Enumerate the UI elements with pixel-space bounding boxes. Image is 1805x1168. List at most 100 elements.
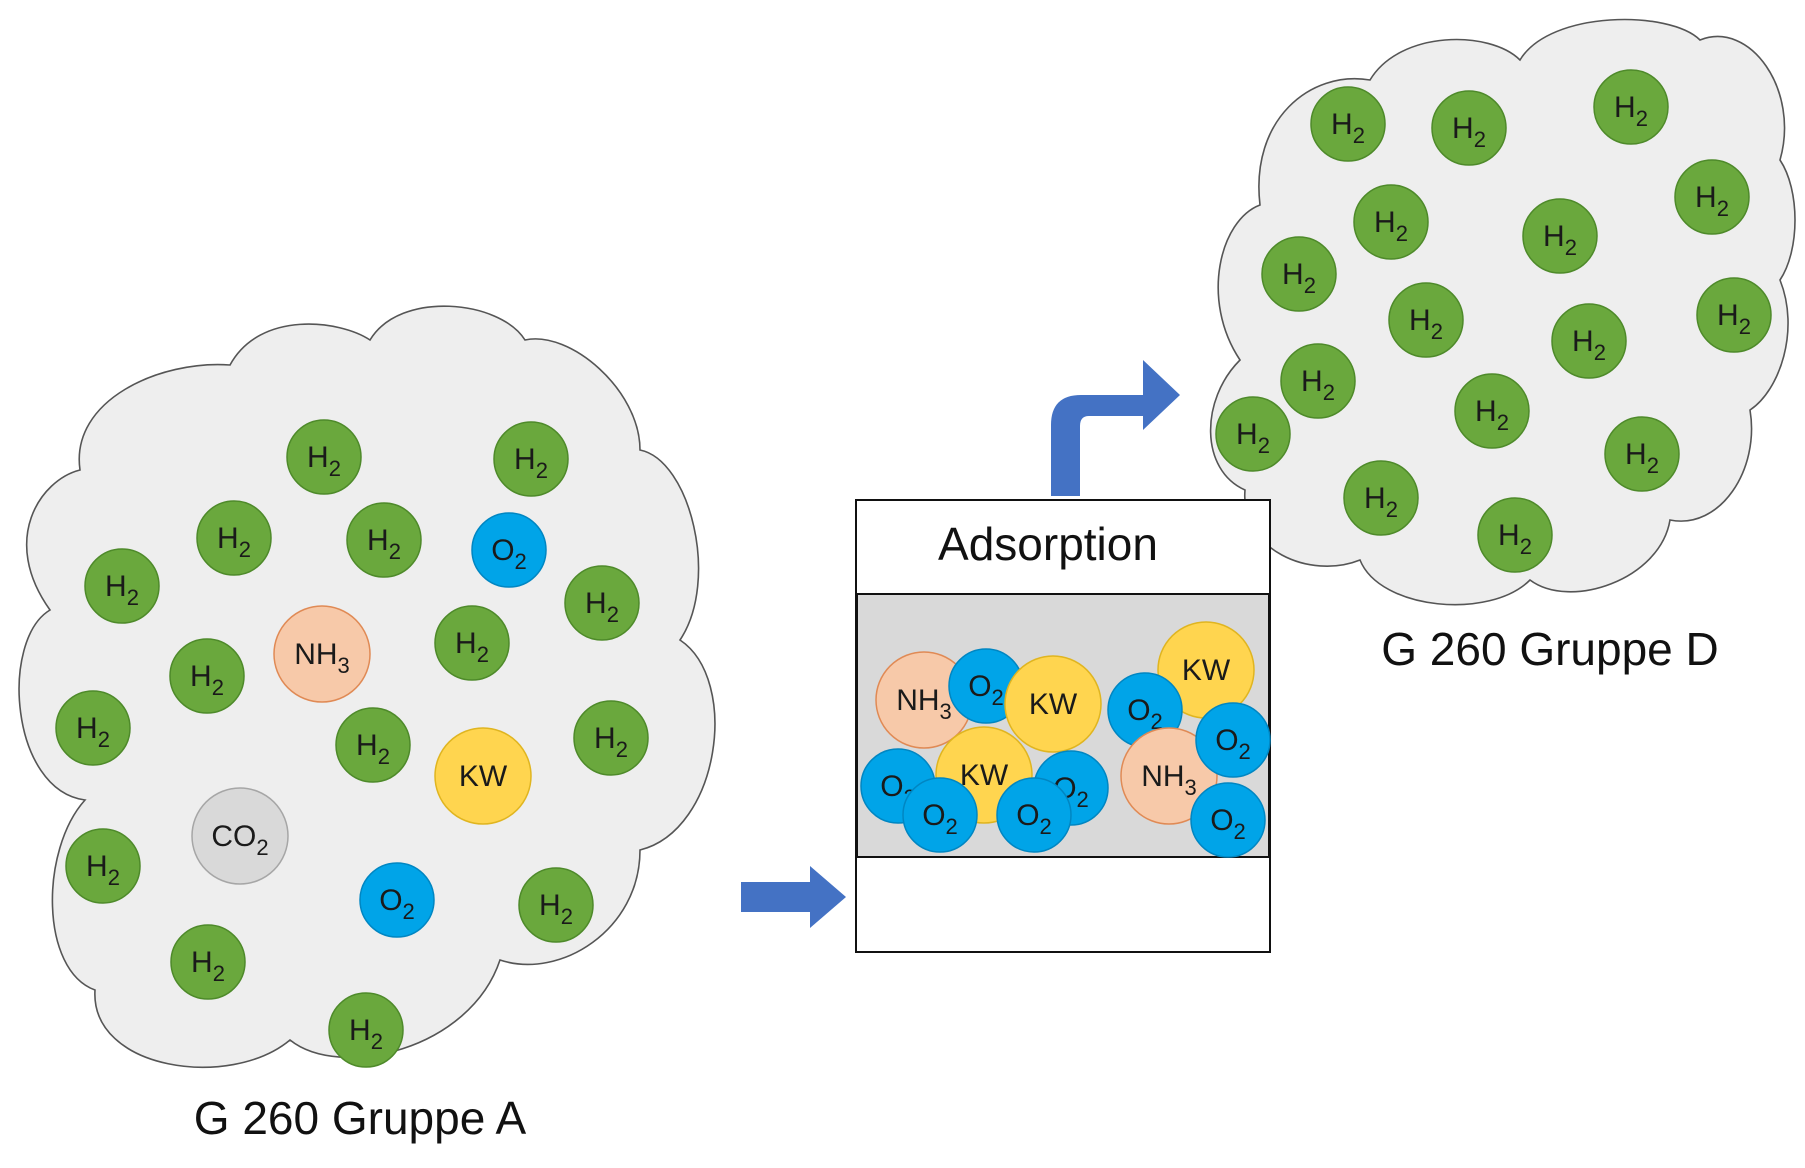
molecule-kw: KW (434, 727, 532, 825)
gas-cloud-gruppe-a (18, 305, 716, 1068)
molecule-label: H2 (217, 522, 251, 562)
molecule-circle (1522, 198, 1598, 274)
molecule-label: O2 (1016, 799, 1052, 839)
molecule-o2: O2 (1195, 702, 1271, 778)
molecule-circle (1674, 159, 1750, 235)
molecule-circle (273, 605, 371, 703)
molecule-label: H2 (1452, 112, 1486, 152)
molecule-label: H2 (1717, 299, 1751, 339)
molecule-label: H2 (1695, 181, 1729, 221)
molecule-circle (65, 828, 141, 904)
molecule-label: H2 (367, 524, 401, 564)
molecule-h2: H2 (55, 690, 131, 766)
molecule-label: H2 (1625, 438, 1659, 478)
molecule-o2: O2 (359, 862, 435, 938)
molecule-circle (286, 419, 362, 495)
molecule-h2: H2 (493, 421, 569, 497)
molecule-label: H2 (86, 850, 120, 890)
molecule-h2: H2 (1280, 343, 1356, 419)
molecule-circle (1477, 497, 1553, 573)
molecule-label: CO2 (211, 820, 268, 860)
molecule-h2: H2 (1674, 159, 1750, 235)
molecule-h2: H2 (518, 867, 594, 943)
molecule-label: O2 (379, 884, 415, 924)
molecule-o2: O2 (1190, 782, 1266, 858)
molecule-h2: H2 (1215, 396, 1291, 472)
molecule-label: H2 (1475, 395, 1509, 435)
molecule-h2: H2 (286, 419, 362, 495)
molecule-circle (471, 512, 547, 588)
molecule-h2: H2 (1388, 282, 1464, 358)
molecule-h2: H2 (1310, 86, 1386, 162)
molecule-kw: KW (1004, 655, 1102, 753)
molecule-h2: H2 (1343, 460, 1419, 536)
molecule-h2: H2 (335, 707, 411, 783)
molecule-h2: H2 (328, 992, 404, 1068)
molecule-circle (1551, 303, 1627, 379)
molecule-label: H2 (1409, 304, 1443, 344)
molecule-label: H2 (1282, 258, 1316, 298)
molecule-circle (1343, 460, 1419, 536)
molecule-circle (55, 690, 131, 766)
molecule-circle (196, 500, 272, 576)
molecule-o2: O2 (471, 512, 547, 588)
molecule-nh3: NH3 (875, 651, 973, 749)
molecule-label: H2 (1374, 206, 1408, 246)
molecule-label: KW (459, 760, 508, 793)
molecule-h2: H2 (84, 548, 160, 624)
molecule-circle (328, 992, 404, 1068)
molecule-circle (1353, 184, 1429, 260)
molecule-circle (518, 867, 594, 943)
molecule-circle (996, 777, 1072, 853)
molecule-circle (170, 924, 246, 1000)
molecule-o2: O2 (996, 777, 1072, 853)
molecule-label: O2 (968, 670, 1004, 710)
molecule-label: H2 (307, 441, 341, 481)
molecule-circle (1195, 702, 1271, 778)
molecule-h2: H2 (169, 638, 245, 714)
molecule-circle (191, 787, 289, 885)
molecule-label: H2 (1301, 365, 1335, 405)
molecule-circle (573, 700, 649, 776)
molecule-circle (1431, 90, 1507, 166)
molecule-label: H2 (1543, 220, 1577, 260)
molecule-label: O2 (1210, 804, 1246, 844)
molecule-nh3: NH3 (273, 605, 371, 703)
molecule-circle (1388, 282, 1464, 358)
molecule-label: H2 (1331, 108, 1365, 148)
molecule-label: H2 (1236, 418, 1270, 458)
molecule-h2: H2 (434, 605, 510, 681)
molecule-circle (1120, 727, 1218, 825)
molecule-circle (1190, 782, 1266, 858)
molecule-label: H2 (539, 889, 573, 929)
molecule-circle (1280, 343, 1356, 419)
molecule-circle (1310, 86, 1386, 162)
feed-arrow (741, 866, 846, 928)
molecule-label: KW (1182, 654, 1231, 687)
molecule-h2: H2 (170, 924, 246, 1000)
molecule-circle (346, 502, 422, 578)
molecule-label: O2 (922, 799, 958, 839)
molecule-label: H2 (1614, 91, 1648, 131)
adsorber-title: Adsorption (938, 518, 1158, 570)
molecule-h2: H2 (1593, 69, 1669, 145)
molecule-h2: H2 (564, 565, 640, 641)
molecule-circle (434, 727, 532, 825)
molecule-h2: H2 (573, 700, 649, 776)
molecule-label: H2 (514, 443, 548, 483)
molecule-label: O2 (1215, 724, 1251, 764)
molecule-h2: H2 (1454, 373, 1530, 449)
molecule-circle (1454, 373, 1530, 449)
molecule-label: H2 (594, 722, 628, 762)
molecule-h2: H2 (1604, 416, 1680, 492)
molecule-circle (169, 638, 245, 714)
molecule-circle (359, 862, 435, 938)
molecule-circle (1604, 416, 1680, 492)
molecule-label: H2 (1498, 519, 1532, 559)
caption-gruppe-a: G 260 Gruppe A (194, 1092, 527, 1144)
molecule-label: H2 (76, 712, 110, 752)
molecule-label: H2 (585, 587, 619, 627)
molecule-o2: O2 (902, 777, 978, 853)
